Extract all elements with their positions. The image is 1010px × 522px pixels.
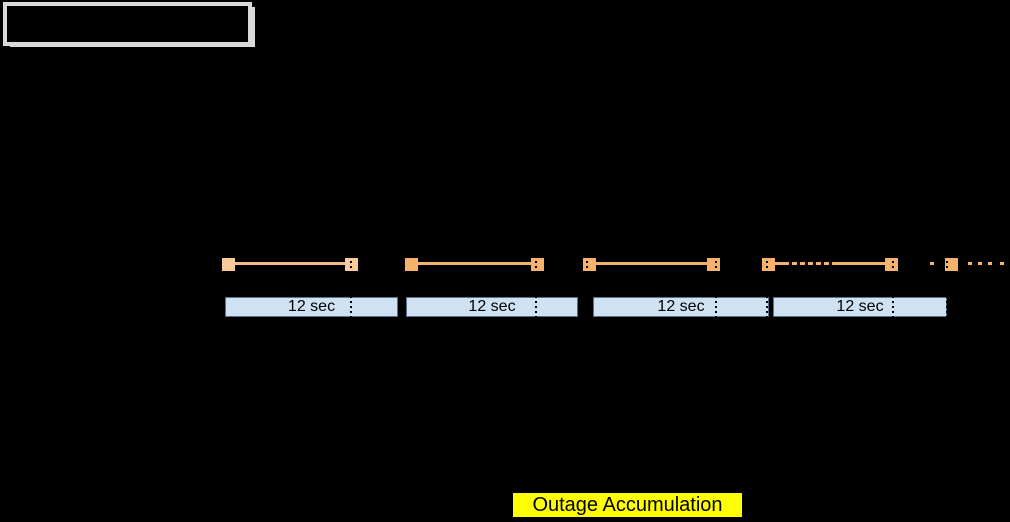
segment-1-start-square [222,258,235,271]
dashed-divider [535,256,537,318]
legend-box [3,2,252,46]
dashed-divider [350,256,352,318]
caption-label: Outage Accumulation [532,494,723,516]
segment-1-line [235,262,345,265]
dashed-divider [766,256,768,318]
dashed-divider [892,256,894,318]
dashed-divider [586,256,588,318]
segment-2-end-square [531,258,544,271]
period-bar-label: 12 sec [836,298,884,315]
ellipsis-dot [829,262,832,265]
dashed-divider [715,256,717,318]
ellipsis-dot [813,262,816,265]
ellipsis-dot [789,262,792,265]
period-bar-label: 12 sec [287,298,336,315]
ellipsis-dot [805,262,808,265]
continuation-dot [988,262,992,265]
period-bar-label: 12 sec [657,298,705,315]
segment-3-start-square [583,258,596,271]
continuation-dot [1000,262,1004,265]
segment-3-end-square [707,258,720,271]
period-bar-4: 12 sec [773,297,947,317]
segment-2-start-square [405,258,418,271]
period-bar-label: 12 sec [468,298,516,315]
segment-3-line [596,262,707,265]
continuation-dot [978,262,982,265]
segment-2-line [418,262,531,265]
segment-5-start-square [945,258,958,271]
outage-accumulation-caption: Outage Accumulation [513,493,742,517]
period-bar-3: 12 sec [593,297,769,317]
period-bar-1: 12 sec [225,297,398,317]
segment-4-end-square [885,258,898,271]
period-bar-2: 12 sec [406,297,578,317]
continuation-dot [968,262,972,265]
continuation-dot [930,262,934,265]
dashed-divider [946,256,948,318]
segment-4-start-square [762,258,775,271]
ellipsis-dot [797,262,800,265]
ellipsis-dot [821,262,824,265]
